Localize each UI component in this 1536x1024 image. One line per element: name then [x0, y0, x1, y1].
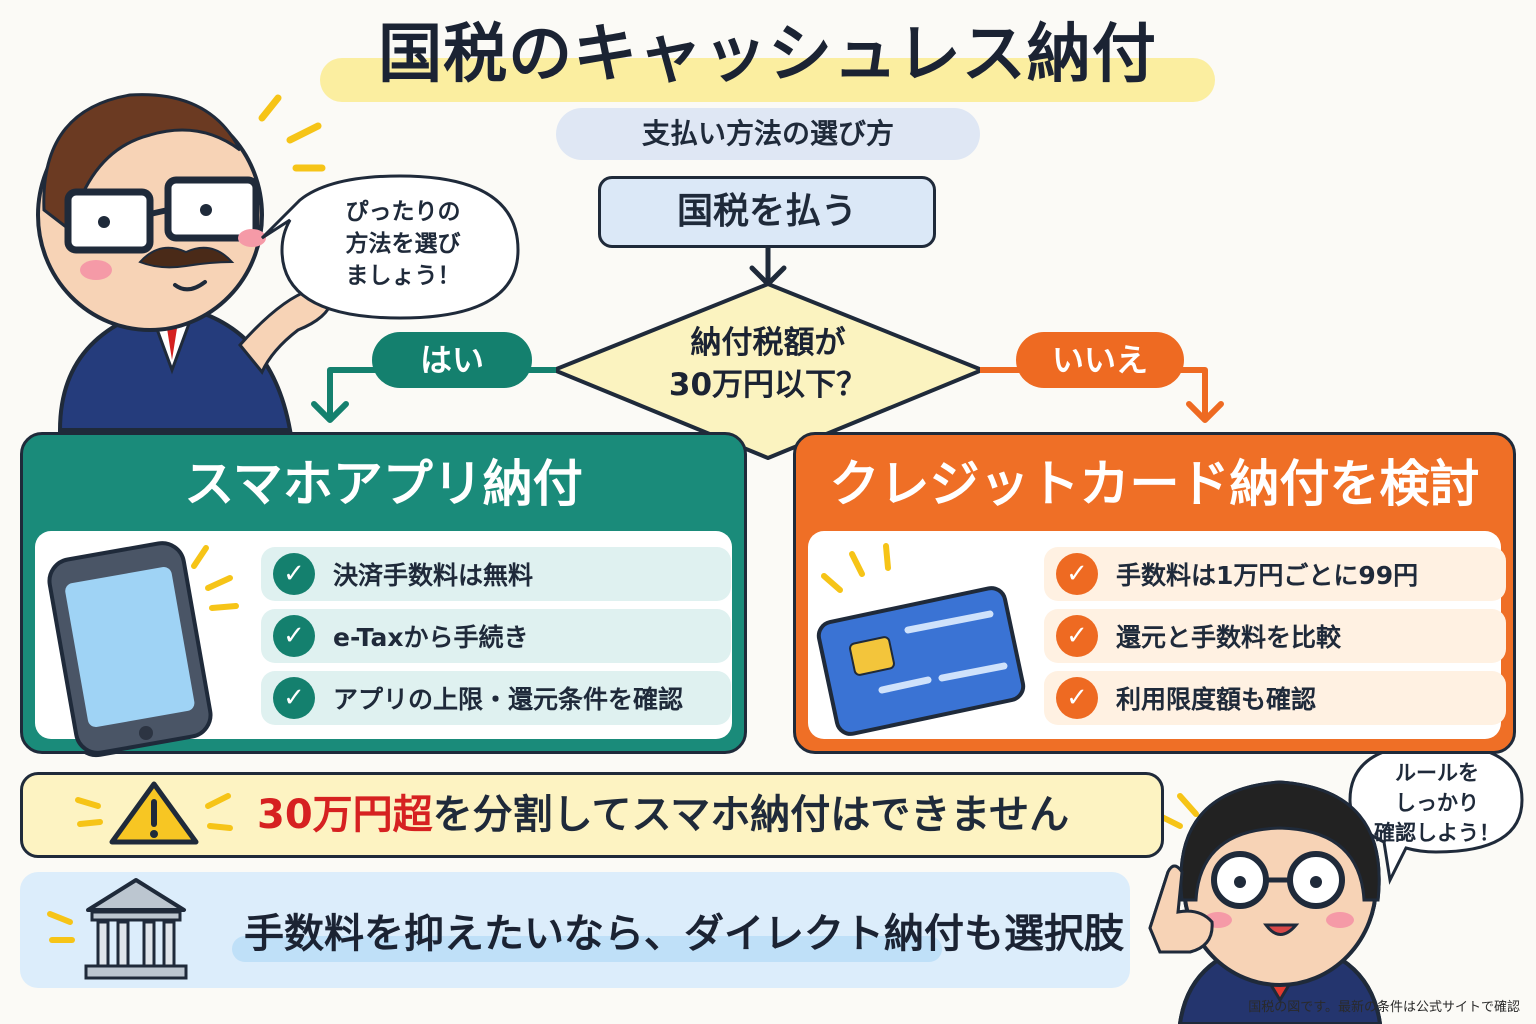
- credit-card-payment-panel: クレジットカード納付を検討 ✓ 手数料は1万円ごとに99円 ✓ 還元と手数料を比…: [793, 432, 1516, 754]
- list-item-label: 決済手数料は無料: [333, 561, 534, 590]
- smartphone-check-list: ✓ 決済手数料は無料 ✓ e-Taxから手続き ✓ アプリの上限・還元条件を確認: [261, 547, 731, 733]
- girl-speech-bubble: [1348, 742, 1524, 885]
- check-icon: ✓: [1056, 677, 1098, 719]
- panel-body-smartphone: ✓ 決済手数料は無料 ✓ e-Taxから手続き ✓ アプリの上限・還元条件を確認: [35, 531, 732, 739]
- direct-payment-highlight: [232, 936, 942, 962]
- list-item: ✓ アプリの上限・還元条件を確認: [261, 671, 731, 725]
- no-label: いいえ: [1016, 332, 1184, 388]
- man-speech-text: ぴったりの 方法を選び ましょう！: [328, 196, 478, 292]
- list-item-label: 還元と手数料を比較: [1116, 623, 1342, 652]
- list-item: ✓ 還元と手数料を比較: [1044, 609, 1506, 663]
- footnote: 国税の図です。最新の条件は公式サイトで確認: [1248, 1000, 1520, 1015]
- warning-text: 30万円超を分割してスマホ納付はできません: [257, 775, 1069, 855]
- smartphone-payment-panel: スマホアプリ納付 ✓ 決済手数料は無料 ✓ e-Taxから手続き ✓ アプリの上…: [20, 432, 747, 754]
- decision-label: 納付税額が 30万円以下？: [600, 322, 936, 418]
- warning-rest: を分割してスマホ納付はできません: [432, 792, 1070, 838]
- list-item-label: アプリの上限・還元条件を確認: [333, 685, 684, 714]
- man-speech-line-2: 方法を選び: [345, 231, 461, 257]
- list-item-label: e-Taxから手続き: [333, 623, 529, 652]
- list-item-label: 利用限度額も確認: [1116, 685, 1317, 714]
- panel-title-credit-card: クレジットカード納付を検討: [829, 455, 1480, 513]
- check-icon: ✓: [1056, 553, 1098, 595]
- man-speech-line-3: ましょう！: [345, 263, 461, 289]
- page-subtitle: 支払い方法の選び方: [556, 108, 980, 160]
- man-speech-line-1: ぴったりの: [345, 199, 461, 225]
- down-arrow-icon: [749, 248, 787, 287]
- start-box: 国税を払う: [598, 176, 936, 248]
- list-item: ✓ 決済手数料は無料: [261, 547, 731, 601]
- list-item: ✓ 手数料は1万円ごとに99円: [1044, 547, 1506, 601]
- check-icon: ✓: [273, 615, 315, 657]
- title-highlight-band: [320, 58, 1215, 102]
- direct-payment-text: 手数料を抑えたいなら、ダイレクト納付も選択肢: [244, 911, 1124, 957]
- businessman-illustration-icon: [36, 93, 334, 432]
- panel-title-smartphone: スマホアプリ納付: [184, 455, 583, 513]
- list-item: ✓ 利用限度額も確認: [1044, 671, 1506, 725]
- panel-body-credit-card: ✓ 手数料は1万円ごとに99円 ✓ 還元と手数料を比較 ✓ 利用限度額も確認: [808, 531, 1506, 739]
- warning-bar: 30万円超を分割してスマホ納付はできません: [20, 772, 1164, 858]
- decision-diamond: [552, 282, 984, 460]
- list-item: ✓ e-Taxから手続き: [261, 609, 731, 663]
- page-title: 国税のキャッシュレス納付: [378, 18, 1157, 92]
- check-icon: ✓: [1056, 615, 1098, 657]
- girl-speech-line-2: しっかり: [1395, 791, 1479, 815]
- decision-line-1: 納付税額が: [690, 325, 846, 361]
- schoolgirl-illustration-icon: [1148, 780, 1383, 1024]
- decision-line-2: 30万円以下？: [668, 367, 868, 403]
- check-icon: ✓: [273, 553, 315, 595]
- warning-highlight: 30万円超: [257, 792, 433, 838]
- list-item-label: 手数料は1万円ごとに99円: [1116, 561, 1419, 590]
- girl-speech-line-3: 確認しよう！: [1374, 821, 1500, 845]
- girl-speech-line-1: ルールを: [1395, 761, 1479, 785]
- direct-payment-bar: [20, 872, 1130, 988]
- credit-card-check-list: ✓ 手数料は1万円ごとに99円 ✓ 還元と手数料を比較 ✓ 利用限度額も確認: [1044, 547, 1506, 733]
- yes-label: はい: [372, 332, 532, 388]
- check-icon: ✓: [273, 677, 315, 719]
- girl-speech-text: ルールを しっかり 確認しよう！: [1362, 758, 1512, 848]
- man-speech-bubble: [260, 174, 520, 320]
